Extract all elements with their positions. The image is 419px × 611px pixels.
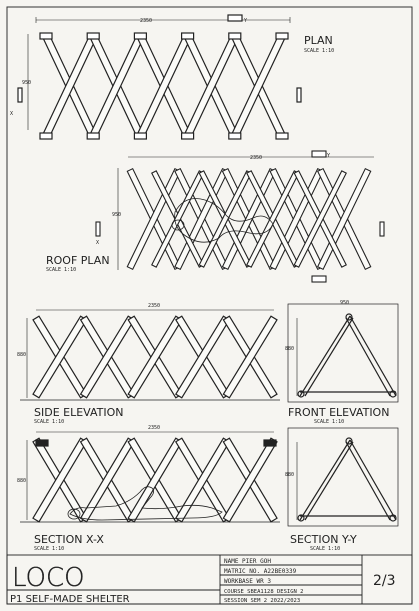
plan-width-dim: 2350 <box>140 18 152 24</box>
timber-member <box>246 170 300 268</box>
roof-plan-drawing <box>95 150 385 283</box>
timber-member <box>222 437 278 523</box>
timber-member <box>151 170 205 268</box>
timber-member <box>32 437 88 523</box>
roof-plan-title: ROOF PLAN <box>46 254 110 267</box>
roof-marker-y: Y <box>327 153 330 159</box>
matric-number: MATRIC NO. A22BE0339 <box>224 568 297 575</box>
joint-block <box>228 32 242 40</box>
timber-member <box>79 437 136 523</box>
joint-block <box>181 132 195 140</box>
joint-block <box>133 32 147 40</box>
joint-block <box>39 132 53 140</box>
joint-block <box>181 32 195 40</box>
side-elevation-scale: SCALE 1:10 <box>34 419 64 425</box>
workbase: WORKBASE WR 3 <box>224 578 271 585</box>
side-elevation-drawing <box>20 309 280 401</box>
timber-member <box>222 315 278 399</box>
front-elevation-scale: SCALE 1:10 <box>314 419 344 425</box>
joint-block <box>86 32 100 40</box>
section-yy-drawing <box>287 427 399 527</box>
roof-plan-scale: SCALE 1:10 <box>46 267 76 273</box>
joint-block <box>275 132 289 140</box>
front-elevation-drawing <box>287 303 399 403</box>
plan-depth-dim: 950 <box>22 80 31 86</box>
timber-member <box>174 437 231 523</box>
joint-block <box>228 132 242 140</box>
student-name: NAME PIER GOH <box>224 558 271 565</box>
timber-member <box>198 170 252 268</box>
joint-block <box>133 132 147 140</box>
front-elevation-title: FRONT ELEVATION <box>288 406 389 419</box>
timber-member <box>174 315 231 399</box>
project-subtitle: P1 SELF-MADE SHELTER <box>10 594 130 605</box>
section-xx-height-dim: 880 <box>17 478 26 484</box>
roof-width-dim: 2350 <box>250 155 262 161</box>
plan-marker-x: X <box>10 111 13 117</box>
timber-member <box>127 315 183 399</box>
joint-block <box>39 32 53 40</box>
course: COURSE SBEA1128 DESIGN 2 <box>224 589 303 595</box>
joint-block <box>86 132 100 140</box>
roof-marker-x: X <box>96 240 99 246</box>
timber-member <box>79 315 136 399</box>
project-title: LOCO <box>12 563 85 593</box>
section-xx-scale: SCALE 1:10 <box>34 546 64 552</box>
section-xx-drawing <box>20 431 280 523</box>
plan-marker-y: Y <box>244 18 247 24</box>
side-width-dim: 2350 <box>148 303 160 309</box>
plan-drawing <box>17 14 302 140</box>
timber-member <box>32 315 88 399</box>
plan-scale: SCALE 1:10 <box>304 48 334 54</box>
plan-title: PLAN <box>304 34 333 47</box>
roof-depth-dim: 950 <box>112 212 121 218</box>
session: SESSION SEM 2 2022/2023 <box>224 598 300 604</box>
front-width-dim: 950 <box>340 300 349 306</box>
sheet-number: 2/3 <box>373 573 396 589</box>
section-yy-height-dim: 880 <box>285 472 294 478</box>
side-height-dim: 880 <box>17 352 26 358</box>
title-block <box>6 554 413 605</box>
section-xx-width-dim: 2350 <box>148 425 160 431</box>
timber-member <box>293 170 347 268</box>
section-yy-title: SECTION Y-Y <box>290 533 357 546</box>
section-yy-scale: SCALE 1:10 <box>310 546 340 552</box>
front-height-dim: 880 <box>285 346 294 352</box>
section-xx-title: SECTION X-X <box>34 533 104 546</box>
joint-block <box>275 32 289 40</box>
side-elevation-title: SIDE ELEVATION <box>34 406 124 419</box>
